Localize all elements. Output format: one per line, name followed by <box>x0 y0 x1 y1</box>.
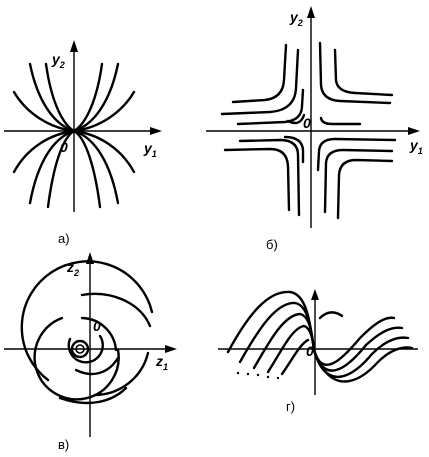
panel-v-origin-label: 0 <box>93 318 101 334</box>
panel-b-hyperbola-ur-3 <box>319 116 362 126</box>
panel-b-x-axis-label: y1 <box>409 137 423 156</box>
panel-v-spiral-core <box>70 339 90 359</box>
panel-b-origin-label: 0 <box>303 115 311 131</box>
panel-g-dots <box>236 371 280 380</box>
panel-v-caption: в) <box>58 437 69 452</box>
panel-g-curve-2 <box>238 301 404 372</box>
panel-v-spiral-arc-right <box>93 351 150 397</box>
panel-v-spiral-inner-arc <box>74 356 120 376</box>
panel-g-curve-3 <box>252 312 410 379</box>
panel-a-x-arrow <box>150 127 162 135</box>
panel-v-spiral-center <box>75 344 85 354</box>
panel-b-hyperbola-ul-3 <box>236 88 305 126</box>
panel-g-origin-label: 0 <box>306 343 314 359</box>
panel-b-hyperbola-ll-2 <box>238 138 301 217</box>
panel-v-y-axis-label: z2 <box>66 259 79 278</box>
panel-b: y2 y1 0 б) <box>206 6 423 252</box>
panel-b-y-axis-label: y2 <box>289 9 303 28</box>
panel-v-spiral-inner <box>67 334 104 364</box>
panel-v-spiral-outer-2 <box>80 292 152 328</box>
panel-b-y-arrow <box>307 6 315 18</box>
panel-g-caption: г) <box>286 399 295 414</box>
panel-b-x-arrow <box>408 127 420 135</box>
panel-v-x-axis-label: z1 <box>155 353 168 372</box>
panel-b-hyperbola-ur-2 <box>333 48 394 97</box>
panel-b-hyperbola-center <box>286 113 306 125</box>
panel-g-y-arrow <box>311 289 319 300</box>
panel-b-hyperbola-lr-1 <box>316 137 397 172</box>
panel-v-spiral-middle <box>33 316 120 401</box>
panel-b-hyperbola-ll-1 <box>223 147 291 212</box>
panel-v: z2 z1 0 в) <box>4 252 177 452</box>
panel-b-hyperbola-lr-2 <box>323 148 394 214</box>
panel-v-x-arrow <box>165 345 177 353</box>
panel-v-spiral-outer <box>20 260 154 382</box>
panel-g: 0 г) <box>218 289 418 414</box>
panel-b-hyperbola-lr-3 <box>336 158 394 220</box>
panel-a-trajectory-lower-3 <box>12 129 136 174</box>
panel-a: y2 y1 0 а) <box>4 40 162 246</box>
panel-a-y-arrow <box>70 40 78 52</box>
panel-a-origin-label: 0 <box>60 139 68 155</box>
panel-b-caption: б) <box>266 237 278 252</box>
panel-g-curve-5 <box>280 338 310 376</box>
panel-a-y-axis-label: y2 <box>51 51 65 70</box>
panel-v-spiral-lower <box>58 386 128 405</box>
panel-b-hyperbola-ll-3 <box>283 135 305 164</box>
panel-b-hyperbola-ul-2 <box>220 48 300 116</box>
panel-v-spiral-middle-2 <box>80 316 118 352</box>
panel-a-caption: а) <box>58 231 70 246</box>
panel-b-hyperbola-ul-1 <box>231 43 288 104</box>
panel-g-curve-6 <box>318 311 344 320</box>
panel-a-x-axis-label: y1 <box>143 140 157 159</box>
panel-b-hyperbola-ur-1 <box>318 41 392 105</box>
panel-g-curve-4 <box>266 324 414 383</box>
